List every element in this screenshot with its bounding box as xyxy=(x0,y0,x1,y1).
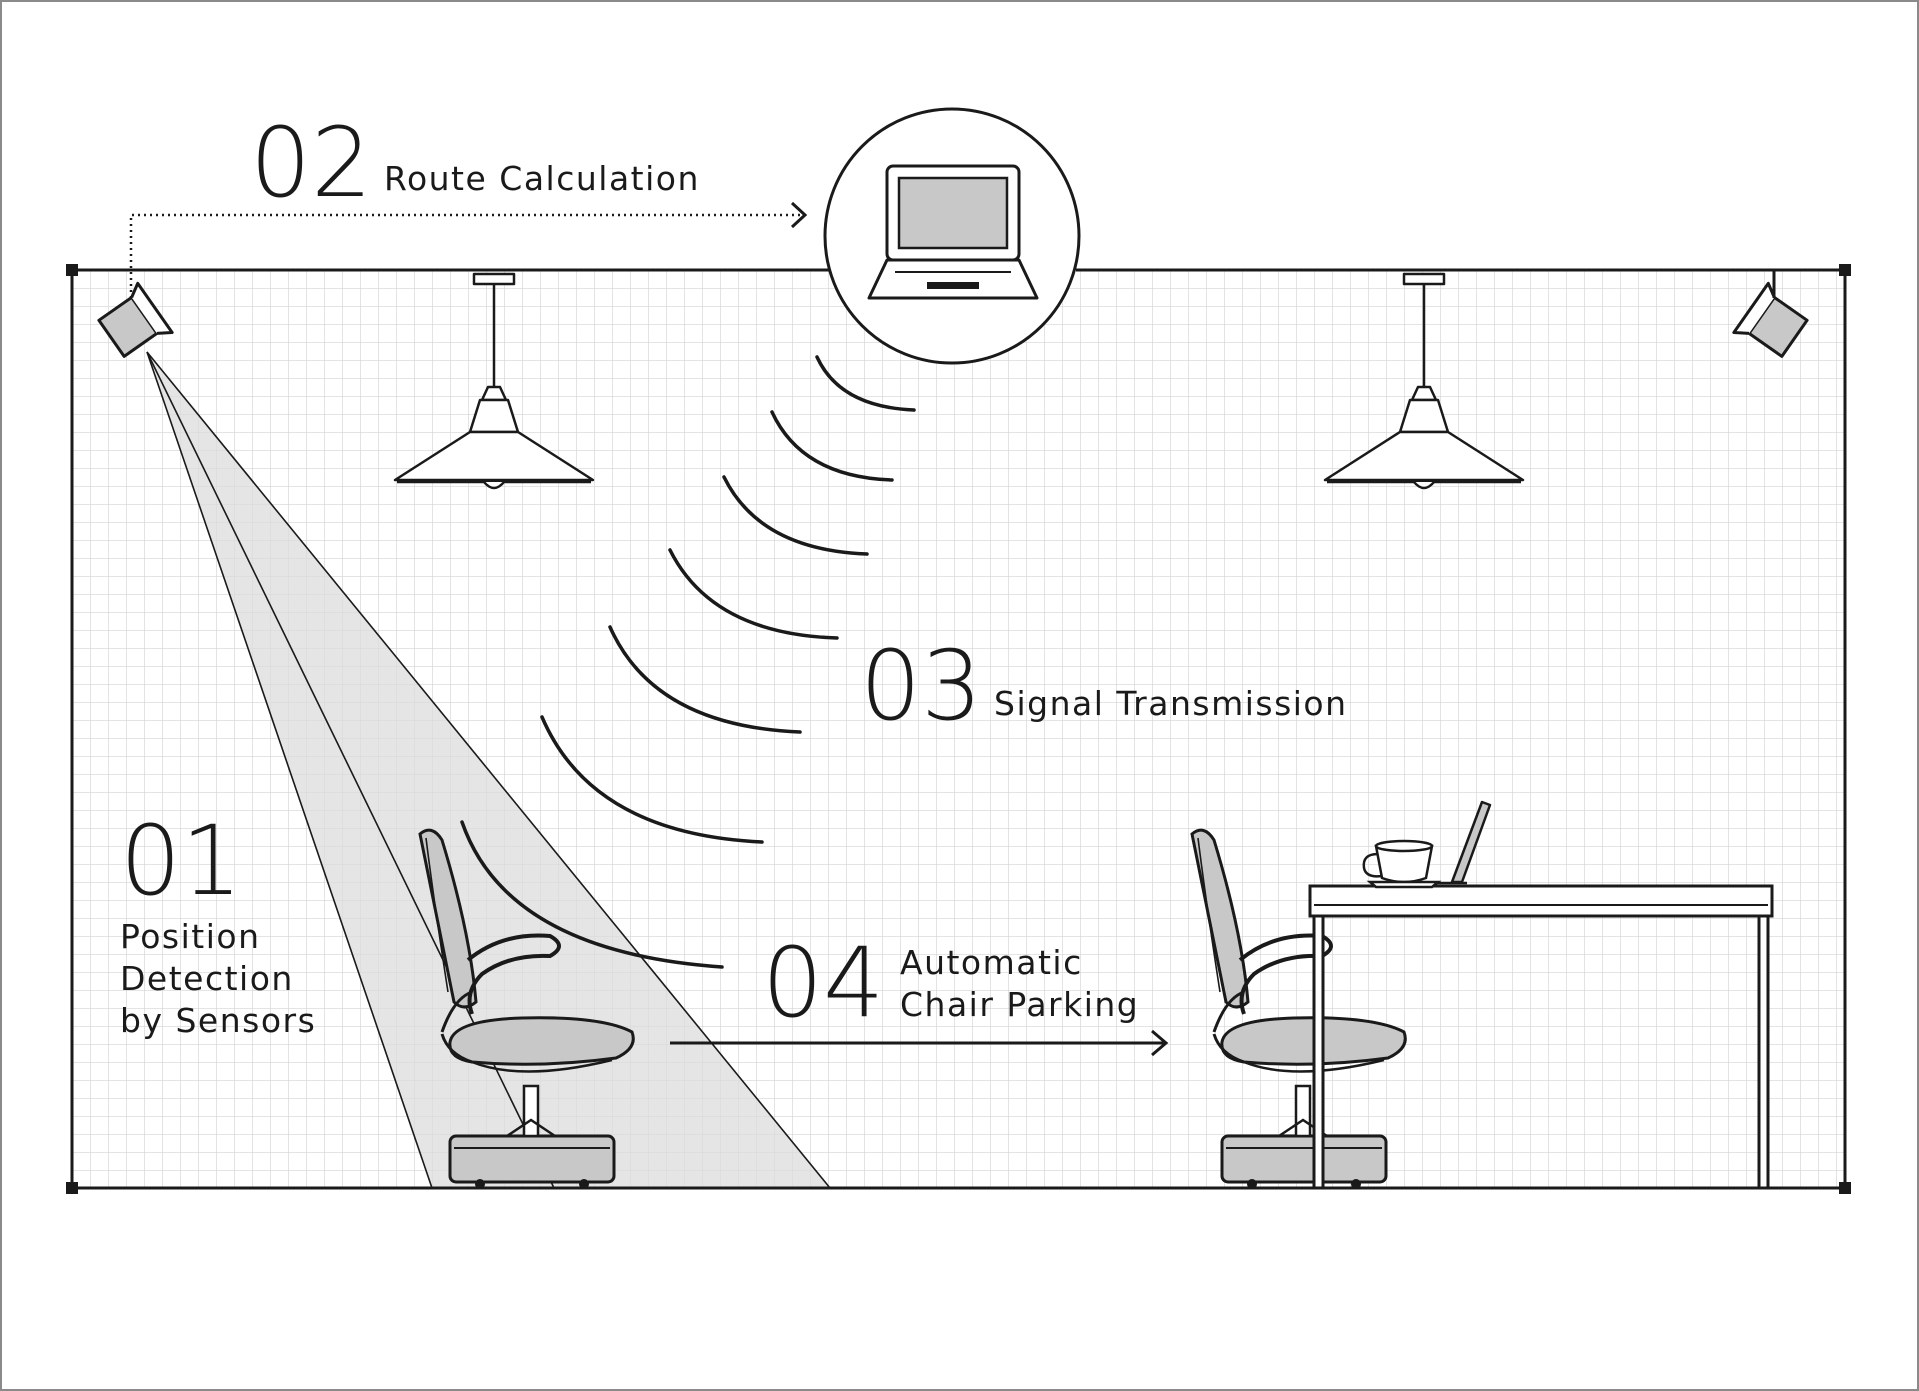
step-01-number: 01 xyxy=(120,805,242,917)
pendant-lamp-icon xyxy=(393,272,595,490)
step-02-number: 02 xyxy=(250,107,372,219)
step-02-label: Route Calculation xyxy=(384,159,700,198)
motion-sensor-icon xyxy=(97,281,174,358)
desk-icon xyxy=(1308,884,1774,1190)
signal-wave-arc xyxy=(540,715,764,844)
sensor-beam-edge xyxy=(146,351,831,1189)
signal-wave-arc xyxy=(815,355,916,412)
step-01-label-line-3: by Sensors xyxy=(120,1001,316,1040)
signal-wave-arc xyxy=(460,820,724,969)
motion-sensor-icon xyxy=(1732,281,1809,358)
step-04-label-line-1: Automatic xyxy=(900,943,1083,982)
signal-wave-arc xyxy=(608,625,802,734)
step-01-label-line-2: Detection xyxy=(120,959,294,998)
signal-wave-arc xyxy=(770,410,894,482)
frame-corners xyxy=(66,264,1851,1194)
office-chair-icon xyxy=(418,828,635,1189)
coffee-cup-icon xyxy=(1362,839,1442,889)
laptop-icon xyxy=(823,107,1081,365)
step-04-label-line-2: Chair Parking xyxy=(900,985,1139,1024)
signal-waves xyxy=(460,355,916,969)
step-04-number: 04 xyxy=(762,927,884,1039)
step-03-label: Signal Transmission xyxy=(994,684,1348,723)
parking-arrowhead xyxy=(1151,1029,1169,1057)
signal-wave-arc xyxy=(722,475,869,556)
pendant-lamp-icon xyxy=(1323,272,1525,490)
step-03-number: 03 xyxy=(860,630,982,742)
step-01-label-line-1: Position xyxy=(120,917,261,956)
route-arrowhead xyxy=(790,201,808,229)
sensor-beam-edge xyxy=(146,351,433,1189)
signal-wave-arc xyxy=(668,548,839,640)
room-frame xyxy=(70,268,1847,1190)
